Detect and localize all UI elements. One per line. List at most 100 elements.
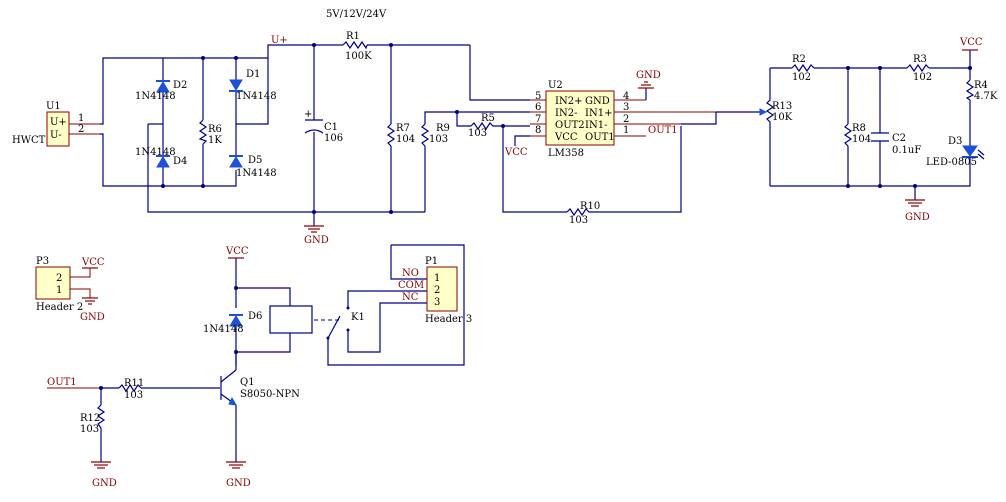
diode-d1: D1 1N4148 [229, 69, 277, 102]
resistor-r5: R5 103 [468, 113, 530, 139]
vcc-symbol-right: VCC [959, 37, 983, 51]
vcc-label-u2: VCC [504, 147, 528, 158]
resistor-r10: R10 103 [566, 126, 682, 226]
r5-ref: R5 [481, 113, 495, 124]
resistor-r7: R7 104 [386, 123, 415, 147]
r11-value: 103 [124, 390, 143, 401]
p1-header-3: P1 1 2 3 Header 3 NO COM NC [398, 256, 472, 325]
c1-value: 106 [324, 133, 343, 144]
p1-contact-nc: NC [402, 292, 419, 303]
d2-value: 1N4148 [135, 91, 176, 102]
u2-name: LM358 [548, 148, 584, 159]
led-d3: D3 LED-0805 [926, 136, 985, 168]
u1-pin-uplus: U+ [50, 117, 67, 128]
resistor-r4: R4 4.7K [965, 79, 998, 102]
diode-d5: D5 1N4148 [229, 155, 277, 179]
r3-value: 102 [913, 72, 932, 83]
gnd-symbol-c1: GND [304, 225, 329, 246]
d5-value: 1N4148 [236, 168, 277, 179]
net-label-uplus: U+ [271, 35, 288, 46]
u2-pin-in2plus: IN2+ [555, 96, 582, 107]
diode-d2: D2 1N4148 [135, 80, 187, 102]
resistor-r12: R12 103 [80, 404, 106, 435]
r13-ref: R13 [772, 101, 792, 112]
resistor-r1: R1 100K [342, 31, 372, 62]
u2-pin-in2minus: IN2- [555, 108, 577, 119]
u1-pin-num-2: 2 [78, 124, 84, 135]
net-label-out1-u2: OUT1 [648, 125, 678, 136]
gnd-label-u2: GND [636, 70, 661, 81]
p1-pin-3: 3 [434, 297, 440, 308]
resistor-r11: R11 103 [118, 378, 144, 401]
u1-hwct-connector: U1 U+ U- HWCT 1 2 [12, 101, 100, 147]
gnd-symbol-u2: GND [636, 70, 661, 89]
u1-ref: U1 [46, 101, 61, 112]
vcc-symbol-relay: VCC [225, 246, 249, 259]
r11-ref: R11 [124, 378, 144, 389]
r12-ref: R12 [80, 413, 100, 424]
vcc-label-right: VCC [959, 37, 983, 48]
bridge-rectifier-wires [100, 44, 425, 213]
u2-pin-num-6: 6 [535, 102, 541, 113]
r2-ref: R2 [792, 54, 806, 65]
u2-vcc-wire [514, 135, 530, 146]
resistor-r6: R6 1K [198, 119, 222, 146]
r1-ref: R1 [346, 31, 360, 42]
p1-contact-no: NO [402, 268, 419, 279]
d2-ref: D2 [173, 80, 187, 91]
u2-pin-in1plus: IN1+ [585, 108, 612, 119]
u2-pin-num-3: 3 [623, 102, 629, 113]
r10-value: 103 [569, 215, 588, 226]
u2-pin-num-1: 1 [623, 125, 629, 136]
u2-pin-out1: OUT1 [585, 132, 615, 143]
relay-k1: K1 [269, 305, 365, 340]
u1-pin-num-1: 1 [78, 113, 84, 124]
gnd-label-c1: GND [304, 235, 329, 246]
u1-name: HWCT [12, 135, 46, 146]
r1-value: 100K [345, 51, 372, 62]
r8-value: 104 [852, 134, 871, 145]
q1-ref: Q1 [240, 377, 255, 388]
capacitor-c1: + C1 106 [304, 109, 343, 144]
u2-pin-num-4: 4 [623, 91, 629, 102]
vcc-label-p3: VCC [81, 257, 105, 268]
c1-polarity: + [304, 109, 312, 120]
gnd-label-q1: GND [226, 478, 251, 489]
d4-value: 1N4148 [135, 147, 176, 158]
p1-pin-1: 1 [434, 273, 440, 284]
c2-ref: C2 [892, 133, 906, 144]
p3-header-2: P3 2 1 Header 2 VCC GND [35, 256, 105, 323]
gnd-symbol-q1: GND [226, 461, 251, 489]
r2-value: 102 [792, 72, 811, 83]
k1-ref: K1 [351, 312, 365, 323]
diode-d4: D4 1N4148 [135, 147, 187, 168]
c1-ref: C1 [324, 122, 338, 133]
u2-pin-gnd: GND [585, 96, 610, 107]
d6-ref: D6 [248, 311, 262, 322]
d1-ref: D1 [246, 69, 260, 80]
d3-value: LED-0805 [926, 157, 977, 168]
d6-value: 1N4148 [203, 324, 244, 335]
gnd-label-r12: GND [92, 478, 117, 489]
r6-value: 1K [208, 135, 222, 146]
resistor-r9: R9 103 [420, 123, 450, 147]
transistor-q1: Q1 S8050-NPN [220, 369, 300, 406]
u2-pin-out2: OUT2 [555, 120, 585, 131]
resistor-r3: R3 102 [906, 54, 932, 83]
u2-ref: U2 [548, 80, 563, 91]
relay-wires [234, 244, 465, 370]
r7-value: 104 [396, 134, 415, 145]
r9-ref: R9 [436, 123, 450, 134]
d3-ref: D3 [948, 136, 962, 147]
d5-ref: D5 [248, 155, 262, 166]
resistor-r8: R8 104 [843, 123, 871, 147]
p1-contact-com: COM [398, 280, 424, 291]
u2-pin-in1minus: IN1- [585, 120, 607, 131]
r6-ref: R6 [208, 124, 222, 135]
r12-value: 103 [80, 424, 99, 435]
r13-link-wire [681, 112, 717, 125]
u2-pin-num-7: 7 [535, 114, 541, 125]
resistor-r2: R2 102 [791, 54, 815, 83]
r8-ref: R8 [852, 123, 866, 134]
